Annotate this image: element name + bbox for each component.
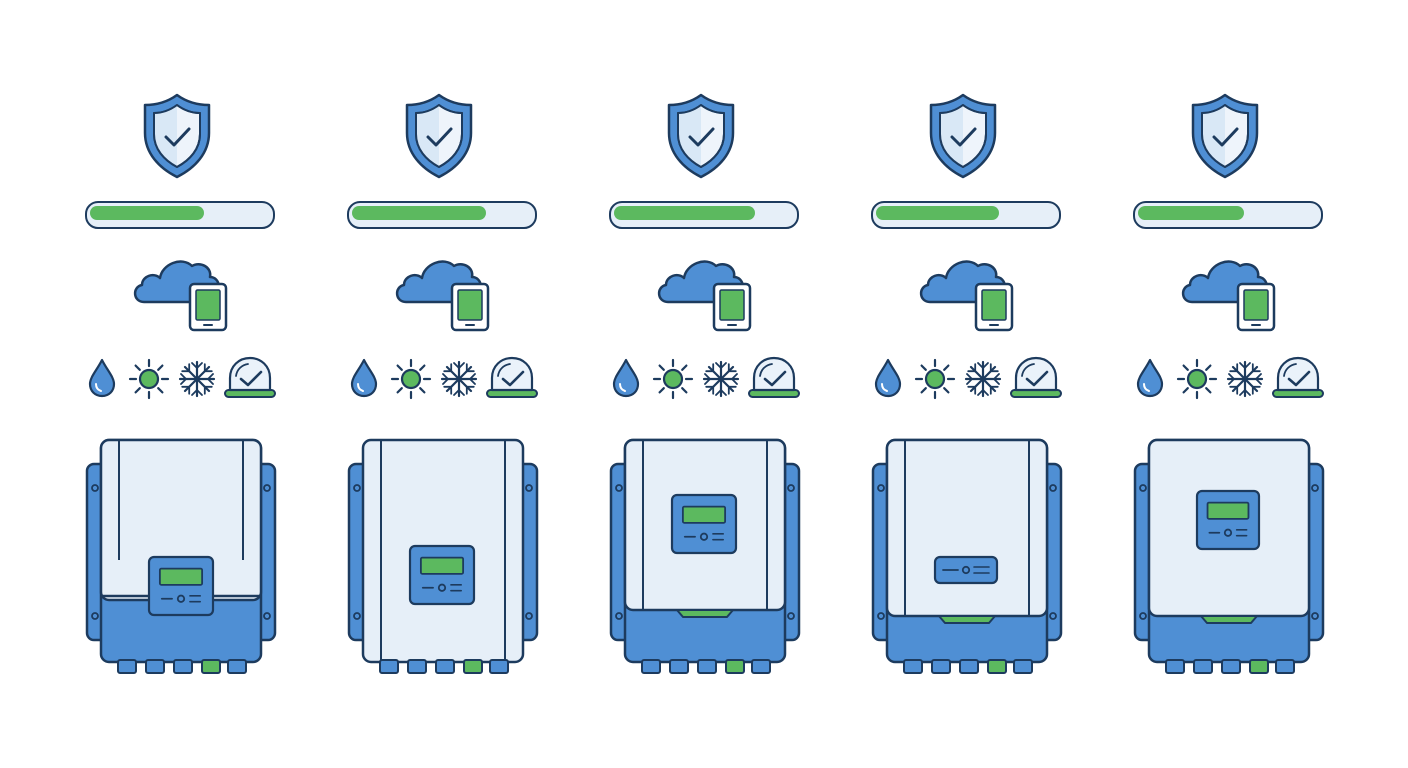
tablet-icon [450,282,490,332]
sun-icon [914,358,956,400]
shield-check-icon [667,93,735,179]
display-panel [408,544,476,606]
inverter-icon [85,438,277,674]
snowflake-icon [1226,360,1264,398]
progress-bar [347,201,537,229]
dome-check-icon [224,356,276,398]
snowflake-icon [702,360,740,398]
water-drop-icon [350,358,378,398]
snowflake-icon [964,360,1002,398]
water-drop-icon [1136,358,1164,398]
cloud-device-group [919,260,1014,332]
snowflake-icon [440,360,478,398]
progress-fill [614,206,755,220]
snowflake-icon [178,360,216,398]
variant-column [609,0,829,768]
environment-icons [1136,356,1324,400]
dome-check-icon [1272,356,1324,398]
water-drop-icon [88,358,116,398]
inverter-icon [609,438,801,674]
variant-column [347,0,567,768]
inverter-icon [1133,438,1325,674]
connector-ports [1165,659,1295,674]
variant-column [1133,0,1353,768]
water-drop-icon [612,358,640,398]
tablet-icon [188,282,228,332]
sun-icon [390,358,432,400]
progress-bar [85,201,275,229]
display-panel [670,493,738,555]
cloud-device-group [657,260,752,332]
sun-icon [1176,358,1218,400]
connector-ports [117,659,247,674]
connector-ports [641,659,771,674]
environment-icons [350,356,538,400]
shield-check-icon [1191,93,1259,179]
dome-check-icon [486,356,538,398]
progress-fill [352,206,486,220]
progress-track [85,201,275,229]
variant-column [871,0,1091,768]
shield-check-icon [143,93,211,179]
environment-icons [874,356,1062,400]
display-panel [147,555,215,617]
progress-bar [871,201,1061,229]
cloud-device-group [1181,260,1276,332]
tablet-icon [712,282,752,332]
tablet-icon [974,282,1014,332]
status-slot [933,555,999,585]
cloud-device-group [133,260,228,332]
progress-bar [609,201,799,229]
tablet-icon [1236,282,1276,332]
progress-fill [90,206,204,220]
progress-bar [1133,201,1323,229]
connector-ports [379,659,509,674]
water-drop-icon [874,358,902,398]
dome-check-icon [1010,356,1062,398]
connector-ports [903,659,1033,674]
inverter-icon [347,438,539,674]
progress-fill [1138,206,1244,220]
environment-icons [88,356,276,400]
sun-icon [128,358,170,400]
dome-check-icon [748,356,800,398]
cloud-device-group [395,260,490,332]
sun-icon [652,358,694,400]
environment-icons [612,356,800,400]
shield-check-icon [929,93,997,179]
progress-fill [876,206,999,220]
variant-column [85,0,305,768]
shield-check-icon [405,93,473,179]
display-panel [1195,489,1261,551]
inverter-icon [871,438,1063,674]
